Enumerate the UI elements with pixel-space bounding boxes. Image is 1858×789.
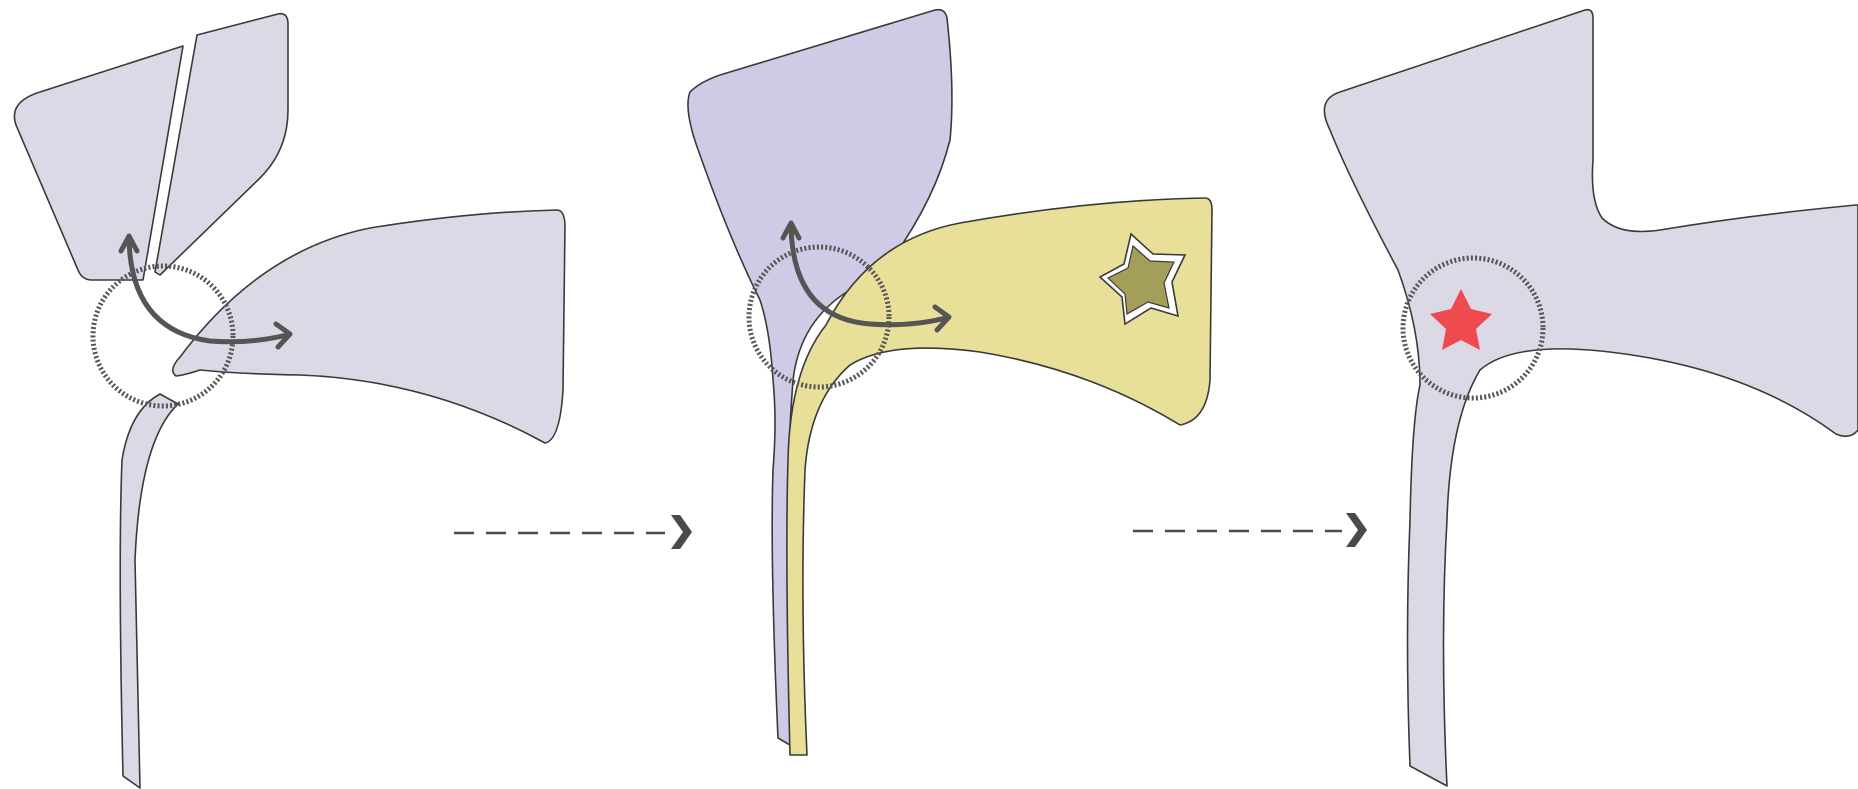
left-flap-shape bbox=[14, 46, 183, 280]
connector-arrow-1 bbox=[454, 515, 692, 549]
stem-shape bbox=[120, 394, 178, 788]
chevron-right-icon bbox=[1346, 513, 1367, 547]
chevron-right-icon bbox=[671, 515, 692, 549]
panel-stage-2 bbox=[688, 10, 1212, 755]
panel-stage-3 bbox=[1324, 10, 1858, 786]
connector-arrow-2 bbox=[1133, 513, 1367, 547]
panel-stage-1 bbox=[14, 14, 565, 788]
merged-shape bbox=[1324, 10, 1858, 786]
